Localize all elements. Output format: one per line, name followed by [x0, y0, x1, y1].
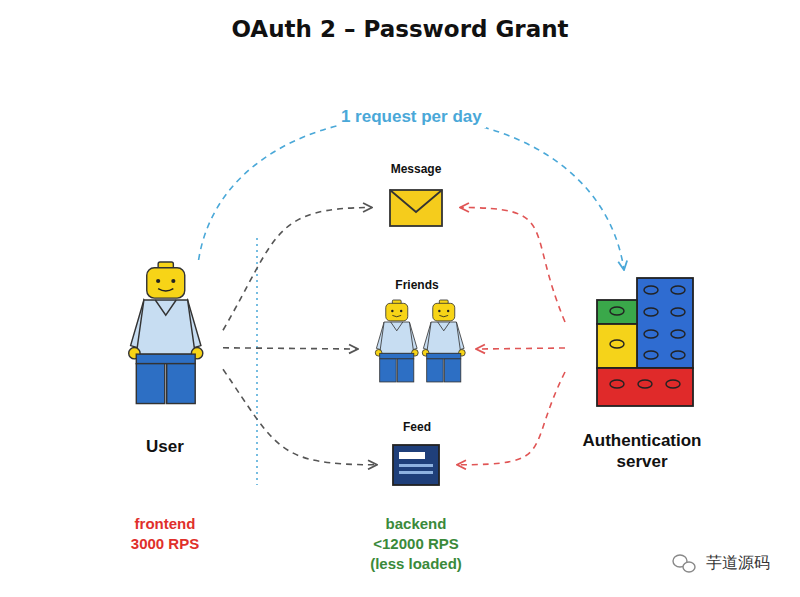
diagram-title: OAuth 2 – Password Grant	[0, 16, 800, 42]
load-note: (less loaded)	[370, 555, 462, 572]
load-note: 3000 RPS	[131, 535, 199, 552]
dashed-arrow	[476, 348, 565, 349]
icon-node: Friends	[360, 278, 474, 384]
edge-label: 1 request per day	[337, 106, 486, 128]
dashed-arrow	[457, 372, 565, 465]
dashed-arrow	[223, 208, 372, 331]
watermark: 芋道源码	[706, 553, 770, 574]
node-label: Feed	[379, 420, 455, 434]
dashed-arrow	[223, 348, 358, 349]
dashed-arrow	[223, 369, 377, 465]
icon-node: Message	[374, 162, 458, 232]
node-label: Friends	[360, 278, 474, 292]
dashed-arrow	[199, 117, 624, 270]
icon-node: Feed	[379, 420, 455, 490]
node-label: Authentication server	[567, 431, 717, 472]
node-label: Message	[374, 162, 458, 176]
icon-node: Authentication server	[567, 272, 717, 472]
load-note: <12000 RPS	[373, 535, 458, 552]
load-note: backend	[386, 515, 447, 532]
load-note: frontend	[135, 515, 196, 532]
dashed-arrow	[460, 208, 565, 323]
node-label: User	[109, 437, 221, 457]
icon-node: User	[109, 262, 221, 457]
